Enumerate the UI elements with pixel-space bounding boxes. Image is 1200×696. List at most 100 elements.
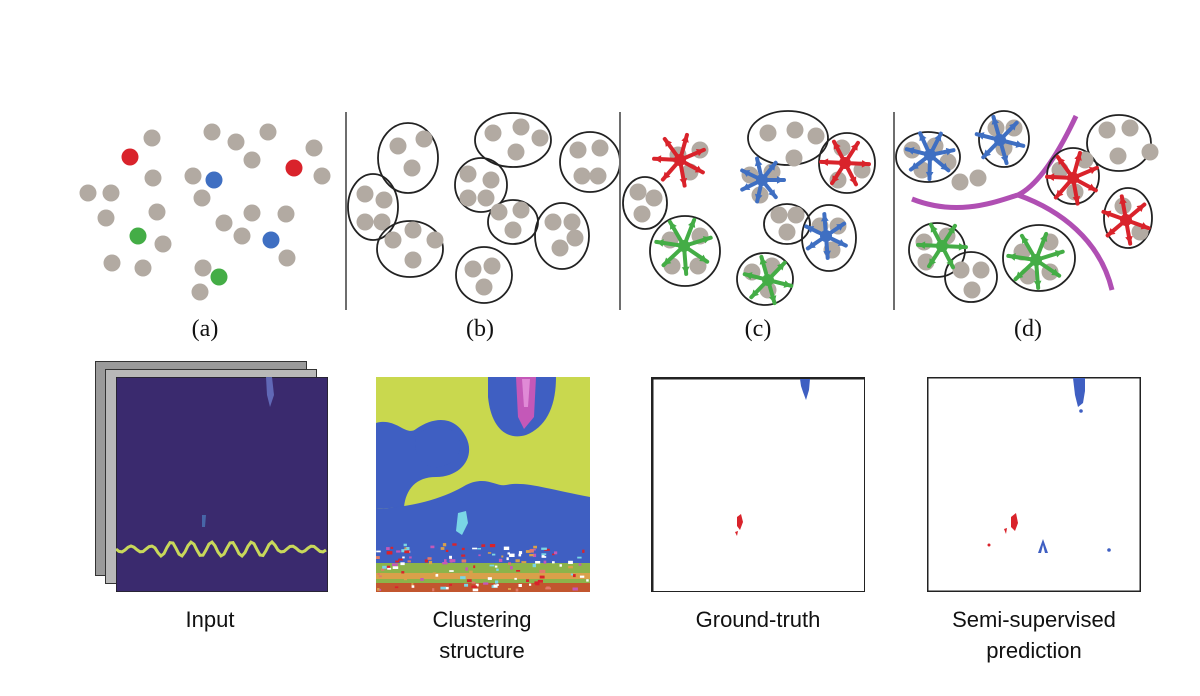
arrow-head [832, 175, 840, 184]
seed-point [820, 230, 832, 242]
data-point [963, 281, 981, 299]
arrow-head [1051, 268, 1060, 276]
data-point [243, 204, 261, 222]
noise-speckle [449, 570, 454, 572]
noise-speckle [442, 562, 448, 565]
clustering-noise-band [376, 543, 589, 592]
data-point [464, 260, 482, 278]
data-point [569, 141, 587, 159]
seed-point [678, 240, 690, 252]
data-point [79, 184, 97, 202]
arrow-head [1015, 140, 1024, 148]
data-point [389, 137, 407, 155]
noise-speckle [483, 582, 489, 585]
noise-speckle [411, 583, 414, 587]
data-point [563, 213, 581, 231]
clustering-structure-map [376, 377, 590, 592]
cluster-ellipse [559, 131, 621, 193]
panel-d-label: (d) [1014, 316, 1042, 342]
data-point [134, 259, 152, 277]
arrow-head [1040, 233, 1048, 242]
arrow-head [768, 295, 777, 304]
arrow-head [777, 262, 785, 271]
noise-speckle [532, 553, 537, 557]
panel-a-label: (a) [191, 316, 219, 342]
seed-point [762, 274, 774, 286]
noise-speckle [526, 579, 530, 582]
data-point [191, 283, 209, 301]
noise-speckle [507, 552, 510, 555]
arrow-head [991, 116, 1000, 125]
arrow-head [1033, 280, 1042, 288]
ground-truth-caption: Ground-truth [695, 607, 821, 632]
arrow-head [934, 133, 942, 142]
data-point [591, 139, 609, 157]
cluster-ellipse [747, 110, 829, 166]
arrow-head [1074, 152, 1082, 161]
noise-speckle [440, 547, 445, 550]
data-point [404, 251, 422, 269]
cluster-ellipse [534, 202, 590, 270]
noise-speckle [471, 581, 476, 584]
noise-speckle [503, 546, 510, 550]
cluster-ellipse [908, 222, 966, 278]
arrow-head [1015, 271, 1024, 280]
noise-speckle [570, 573, 574, 576]
noise-speckle [440, 586, 446, 590]
noise-speckle [586, 579, 589, 582]
seed-point [756, 174, 768, 186]
data-point [645, 189, 663, 207]
data-point [415, 130, 433, 148]
labeled-point-blue [205, 171, 223, 189]
data-point [97, 209, 115, 227]
arrow-head [742, 170, 751, 177]
noise-speckle [515, 588, 519, 592]
noise-speckle [493, 584, 498, 588]
noise-speckle [552, 553, 555, 556]
arrow-head [1057, 156, 1065, 165]
noise-speckle [498, 558, 503, 562]
data-point [633, 205, 651, 223]
arrow-head [783, 280, 792, 288]
data-point [305, 139, 323, 157]
data-point [785, 149, 803, 167]
noise-speckle [390, 546, 394, 549]
arrow-head [837, 239, 846, 246]
noise-speckle [473, 565, 476, 569]
noise-speckle [472, 547, 478, 550]
seed-point [839, 157, 851, 169]
prediction-caption: Semi-supervised prediction [904, 604, 1164, 666]
data-point [203, 123, 221, 141]
noise-speckle [481, 544, 486, 547]
arrow-head [742, 183, 751, 190]
arrow-head [919, 133, 927, 142]
cluster-ellipse [895, 131, 961, 183]
noise-speckle [469, 570, 473, 574]
noise-speckle [401, 549, 407, 553]
noise-speckle [509, 553, 515, 557]
data-point [629, 183, 647, 201]
noise-speckle [407, 560, 411, 563]
arrow-head [1009, 122, 1017, 131]
data-point [504, 221, 522, 239]
arrow-head [906, 147, 915, 155]
data-point [233, 227, 251, 245]
noise-speckle [559, 564, 562, 567]
cluster-ellipse [944, 251, 998, 303]
cluster-ellipse [454, 157, 508, 213]
noise-speckle [400, 562, 405, 566]
panel-b-label: (b) [466, 316, 494, 342]
data-point [972, 261, 990, 279]
data-point [243, 151, 261, 169]
data-point [689, 257, 707, 275]
cluster-ellipse [622, 176, 668, 230]
cluster-ellipse [818, 132, 876, 194]
arrow-head [945, 147, 954, 156]
noise-speckle [406, 547, 410, 551]
data-point [373, 213, 391, 231]
noise-speckle [394, 586, 399, 589]
data-point [184, 167, 202, 185]
noise-speckle [579, 575, 585, 578]
noise-speckle [411, 585, 415, 588]
